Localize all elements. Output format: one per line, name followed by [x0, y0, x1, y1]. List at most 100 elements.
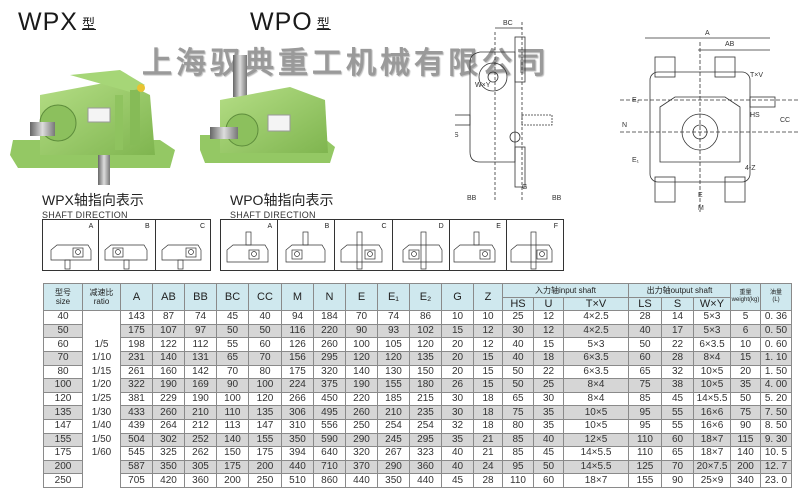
table-cell: 640 [313, 446, 346, 461]
col-u: U [533, 296, 564, 312]
table-cell: 24 [473, 459, 503, 475]
col-group-output-shaft: 出力轴output shaft [628, 283, 731, 298]
header-en: (L) [772, 297, 780, 304]
table-cell: 184 [313, 310, 346, 325]
variant-label: B [144, 223, 150, 230]
table-cell: 252 [184, 432, 217, 448]
table-cell: 35 [730, 378, 761, 393]
table-cell: 28 [628, 310, 662, 325]
table-cell: 17 [661, 323, 694, 339]
table-cell: 12×5 [563, 432, 629, 448]
table-cell: 115 [730, 432, 761, 448]
table-cell: 22 [533, 364, 564, 380]
table-cell: 55 [216, 337, 249, 352]
table-cell: 10 [730, 337, 761, 352]
table-cell: 190 [152, 378, 185, 393]
size-cell: 50 [43, 323, 83, 339]
table-cell: 12 [533, 323, 564, 339]
col-g: G [441, 282, 474, 312]
table-cell: 20 [730, 364, 761, 380]
table-cell: 75 [628, 378, 662, 393]
col-n: N [313, 282, 346, 312]
table-cell: 190 [184, 391, 217, 407]
table-cell: 200 [730, 459, 761, 475]
table-cell: 40 [502, 350, 534, 366]
wpo-direction-e: E [450, 220, 507, 270]
table-cell: 93 [377, 323, 410, 339]
table-cell: 131 [184, 350, 217, 366]
col-wxy: W×Y [693, 296, 731, 312]
table-cell: 35 [441, 432, 474, 448]
ratio-cell: 1/5 [82, 337, 121, 352]
table-cell: 440 [281, 459, 314, 475]
table-cell: 12 [473, 323, 503, 339]
table-cell: 50 [730, 391, 761, 407]
table-cell: 12 [473, 337, 503, 352]
ratio-cell [82, 473, 121, 488]
model-name: WPX [18, 8, 78, 36]
table-cell: 210 [377, 405, 410, 420]
table-cell: 26 [441, 378, 474, 393]
ratio-cell: 1/50 [82, 433, 121, 447]
table-cell: 350 [281, 432, 314, 448]
table-cell: 15 [473, 350, 503, 366]
table-cell: 5×3 [563, 337, 629, 352]
table-cell: 254 [409, 418, 442, 434]
table-cell: 267 [377, 446, 410, 461]
table-cell: 15 [441, 323, 474, 339]
table-cell: 9. 30 [760, 432, 792, 448]
table-cell: 5 [730, 310, 761, 325]
table-cell: 25 [533, 378, 564, 393]
table-cell: 45 [441, 473, 474, 488]
table-cell: 80 [502, 418, 534, 434]
table-cell: 50 [628, 337, 662, 352]
header-cn: 减速比 [89, 288, 114, 298]
front-view-drawing: A AB T×V HS CC E₂ E₁ N 4-Z E M [620, 12, 799, 212]
table-cell: 261 [120, 364, 153, 380]
size-cell: 80 [43, 364, 83, 380]
table-cell: 10×5 [693, 378, 731, 393]
svg-text:N: N [622, 122, 627, 129]
ratio-cell: 1/20 [82, 378, 121, 393]
table-cell: 21 [473, 446, 503, 461]
table-cell: 200 [248, 459, 282, 475]
svg-text:HS: HS [750, 112, 760, 119]
table-cell: 50 [502, 364, 534, 380]
header-en: ratio [93, 297, 110, 307]
col-z: Z [473, 282, 503, 312]
table-cell: 18×7 [693, 432, 731, 448]
table-cell: 160 [152, 364, 185, 380]
ratio-cell: 1/15 [82, 365, 121, 379]
svg-text:BB: BB [467, 195, 477, 202]
table-cell: 126 [281, 337, 314, 352]
table-cell: 65 [628, 364, 662, 380]
wpo-direction-b: B [278, 220, 336, 270]
table-cell: 12 [533, 310, 564, 325]
table-cell: 545 [120, 446, 153, 461]
table-cell: 290 [345, 432, 378, 448]
table-cell: 20 [441, 364, 474, 380]
ratio-cell [82, 310, 121, 325]
variant-label: A [88, 223, 94, 230]
col-txv: T×V [563, 296, 629, 312]
wpx-gearbox-photo [10, 70, 180, 185]
table-cell: 90 [730, 418, 761, 434]
table-cell: 16×6 [693, 418, 731, 434]
side-view-drawing: BC W×Y LS BB BB G [444, 12, 605, 202]
table-cell: 360 [184, 473, 217, 488]
variant-label: C [381, 223, 387, 230]
variant-label: A [267, 223, 273, 230]
size-cell: 60 [43, 337, 83, 352]
col-bc: BC [216, 282, 249, 312]
table-cell: 510 [281, 473, 314, 488]
table-cell: 140 [345, 364, 378, 380]
table-cell: 10×5 [563, 418, 629, 434]
table-cell: 140 [730, 446, 761, 461]
table-cell: 18 [473, 418, 503, 434]
table-cell: 705 [120, 473, 153, 488]
